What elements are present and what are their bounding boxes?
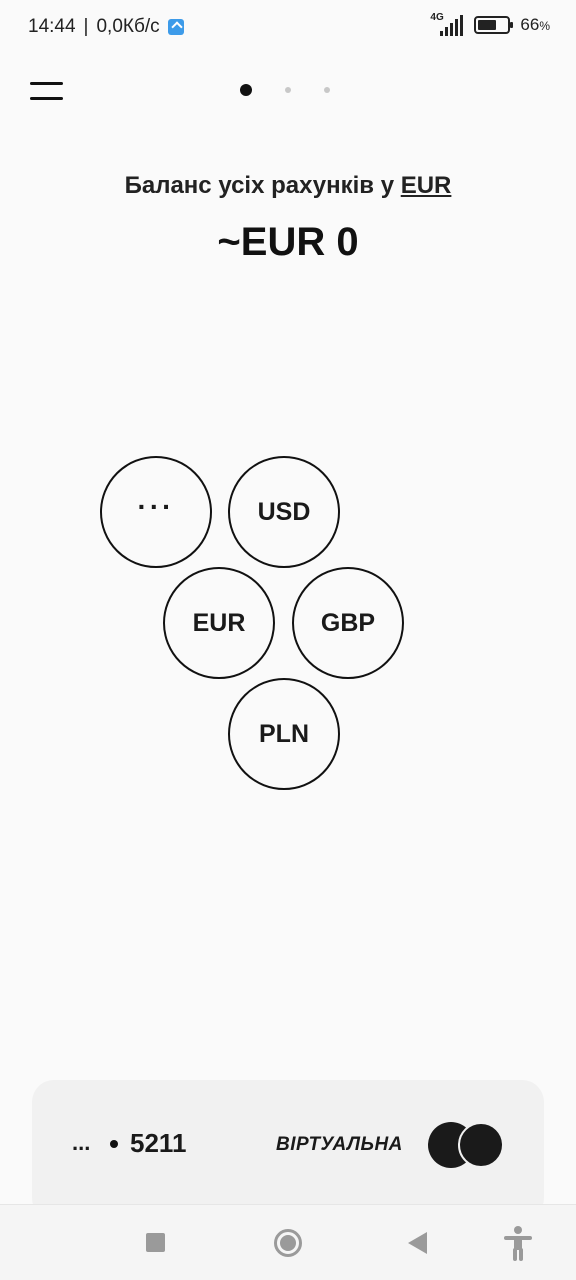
currency-bubble-gbp[interactable]: GBP — [292, 567, 404, 679]
status-speed: 0,0Кб/с — [96, 16, 160, 37]
status-bar: 14:44 | 0,0Кб/с 4G 66% — [0, 0, 576, 56]
battery-icon — [474, 16, 514, 34]
upload-notification-icon — [167, 19, 184, 35]
system-nav-bar — [0, 1204, 576, 1280]
square-recents-icon[interactable] — [146, 1233, 165, 1252]
hamburger-menu-icon[interactable] — [30, 78, 66, 106]
card-bullet — [110, 1139, 118, 1148]
accessibility-icon[interactable] — [502, 1225, 534, 1261]
status-time: 14:44 — [28, 16, 76, 37]
mastercard-logo-icon — [428, 1122, 504, 1168]
card-panel[interactable]: ... 5211 ВІРТУАЛЬНА — [32, 1080, 544, 1220]
battery-fill — [478, 20, 497, 30]
card-type: ВІРТУАЛЬНА — [276, 1134, 403, 1155]
card-last-digits: 5211 — [130, 1128, 187, 1158]
currency-bubble-eur[interactable]: EUR — [163, 567, 275, 679]
balance-label-text: Баланс усіх рахунків у — [124, 172, 395, 199]
balance-currency-link[interactable]: EUR — [400, 172, 452, 199]
signal-icon: 4G — [430, 12, 464, 36]
page-indicator — [240, 84, 363, 96]
balance-amount: ~EUR 0 — [217, 220, 359, 264]
status-right: 4G 66% — [430, 12, 550, 36]
network-type: 4G — [430, 12, 444, 23]
balance-label: Баланс усіх рахунків у EUR — [0, 172, 576, 200]
battery-percent: 66% — [520, 15, 550, 34]
currency-bubble-pln[interactable]: PLN — [228, 678, 340, 790]
page-dot-2[interactable] — [285, 87, 291, 93]
card-number: 5211 — [110, 1128, 186, 1159]
card-mask: ... — [72, 1130, 91, 1155]
status-separator: | — [83, 16, 89, 37]
page-dot-1[interactable] — [240, 84, 252, 96]
triangle-back-icon[interactable] — [408, 1232, 427, 1254]
circle-home-icon[interactable] — [274, 1229, 302, 1257]
status-left: 14:44 | 0,0Кб/с — [28, 16, 184, 38]
currency-bubble-usd[interactable]: USD — [228, 456, 340, 568]
page-dot-3[interactable] — [324, 87, 330, 93]
more-currencies-button[interactable]: ··· — [100, 456, 212, 568]
